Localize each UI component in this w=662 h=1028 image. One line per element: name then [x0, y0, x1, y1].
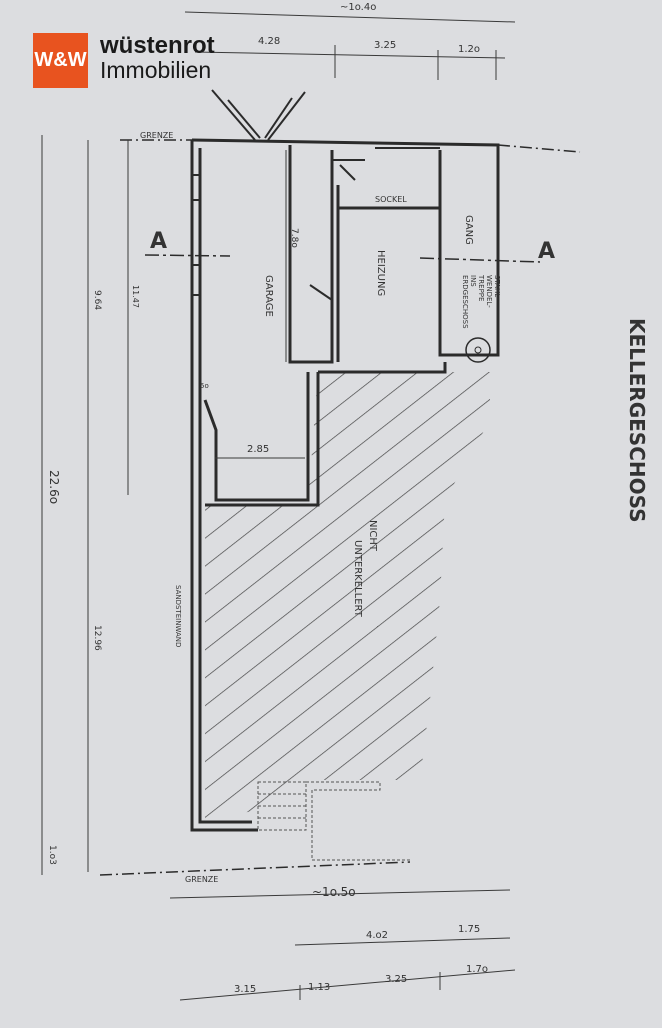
- stair-label-5: ERDGESCHOSS: [461, 275, 469, 329]
- section-mark-right: A: [538, 239, 555, 264]
- brand-logo: W&W wüstenrot Immobilien: [33, 33, 215, 88]
- dim-bot-f: 1.7o: [466, 964, 488, 975]
- boundary-top-label: GRENZE: [140, 131, 173, 140]
- stair-label-4: INS: [469, 275, 477, 287]
- stair-label-3: TREPPE: [477, 274, 485, 301]
- not-basement-hatch: [205, 372, 490, 820]
- brand-logo-text: wüstenrot Immobilien: [100, 32, 215, 84]
- garage-label: GARAGE: [263, 275, 274, 317]
- dim-bot-a: 4.o2: [366, 930, 388, 941]
- dim-total-length: 22.6o: [47, 470, 61, 504]
- dim-top-c: 1.2o: [458, 44, 480, 55]
- spiral-stair-icon: [465, 337, 491, 363]
- brand-name: wüstenrot: [100, 32, 215, 59]
- dim-top-b: 3.25: [374, 40, 396, 51]
- dim-left-b: 12.96: [92, 625, 102, 651]
- not-basement-label-2: UNTERKELLERT: [352, 540, 363, 618]
- dim-bot-b: 1.75: [458, 924, 480, 935]
- boundary-bottom-label: GRENZE: [185, 875, 218, 884]
- dim-inner-a: 11.47: [131, 285, 140, 308]
- boundary-lines: [99, 139, 581, 876]
- dim-top-a: 4.28: [258, 36, 280, 47]
- wall-details: [192, 89, 441, 301]
- heating-label: HEIZUNG: [375, 250, 386, 296]
- dim-garage-len: 7.8o: [289, 228, 299, 248]
- stair-label-2: WENDEL-: [485, 275, 493, 308]
- dim-bot-d: 1.13: [308, 982, 330, 993]
- dim-left-c: 1.o3: [47, 845, 57, 865]
- sandstone-wall-label: SANDSTEINWAND: [174, 585, 182, 647]
- not-basement-label-1: NICHT: [367, 520, 378, 552]
- section-mark-left: A: [150, 229, 167, 254]
- base-label: SOCKEL: [375, 195, 407, 204]
- outer-walls: [190, 138, 500, 832]
- dim-left-a: 9.64: [92, 290, 102, 310]
- dim-garage-w: 2.85: [247, 444, 269, 455]
- dim-small: 5o: [200, 382, 209, 390]
- section-line: [144, 254, 541, 263]
- plan-title: KELLERGESCHOSS: [625, 318, 649, 523]
- dim-bot-e: 3.25: [385, 974, 407, 985]
- stair-label-1: STAHL-: [493, 275, 501, 300]
- corridor-label: GANG: [463, 215, 474, 245]
- dim-top-total: ~1o.4o: [340, 2, 376, 13]
- brand-logo-mark: W&W: [33, 33, 88, 88]
- stair-core: [474, 346, 482, 354]
- dim-bot-total: ~1o.5o: [312, 885, 356, 899]
- entry-steps: [257, 781, 410, 861]
- dimension-lines: [41, 11, 516, 1001]
- brand-sub: Immobilien: [100, 57, 212, 84]
- dim-bot-c: 3.15: [234, 984, 256, 995]
